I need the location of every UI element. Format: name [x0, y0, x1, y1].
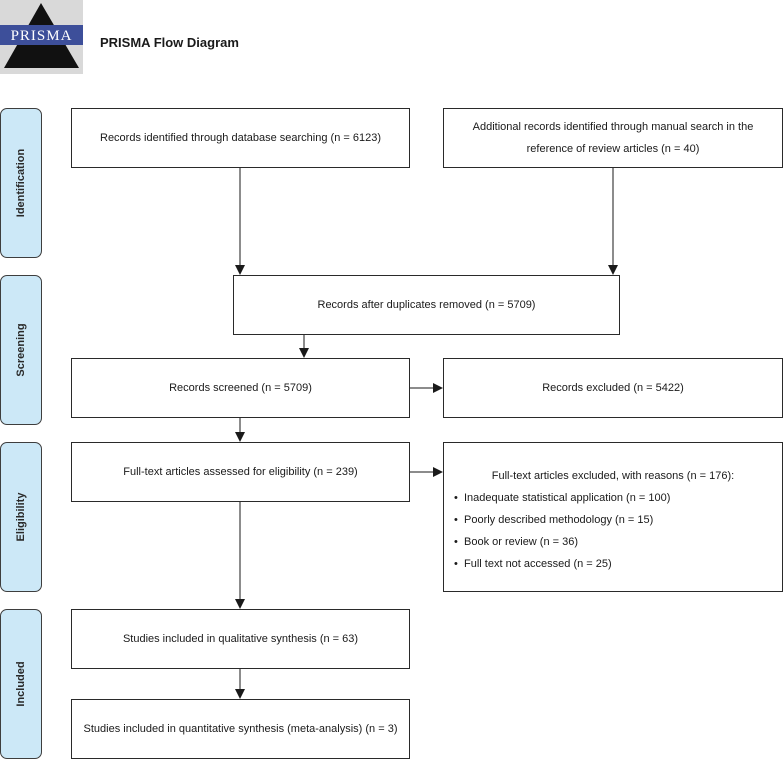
- exclusion-reason: Inadequate statistical application (n = …: [454, 487, 782, 509]
- exclusion-reasons-list: Inadequate statistical application (n = …: [444, 487, 782, 575]
- records-excluded-box: Records excluded (n = 5422): [443, 358, 783, 418]
- duplicates-removed-box: Records after duplicates removed (n = 57…: [233, 275, 620, 335]
- phase-screening: Screening: [0, 275, 42, 425]
- logo-text: PRISMA: [10, 28, 73, 44]
- phase-eligibility: Eligibility: [0, 442, 42, 592]
- prisma-logo: PRISMA: [0, 0, 83, 74]
- phase-included: Included: [0, 609, 42, 759]
- exclusion-reason: Poorly described methodology (n = 15): [454, 509, 782, 531]
- quantitative-synthesis-box: Studies included in quantitative synthes…: [71, 699, 410, 759]
- fulltext-assessed-box: Full-text articles assessed for eligibil…: [71, 442, 410, 502]
- page-title: PRISMA Flow Diagram: [100, 35, 239, 50]
- fulltext-excluded-heading: Full-text articles excluded, with reason…: [491, 470, 735, 482]
- fulltext-excluded-box: Full-text articles excluded, with reason…: [443, 442, 783, 592]
- database-search-box: Records identified through database sear…: [71, 108, 410, 168]
- exclusion-reason: Full text not accessed (n = 25): [454, 553, 782, 575]
- phase-identification: Identification: [0, 108, 42, 258]
- records-screened-box: Records screened (n = 5709): [71, 358, 410, 418]
- qualitative-synthesis-box: Studies included in qualitative synthesi…: [71, 609, 410, 669]
- exclusion-reason: Book or review (n = 36): [454, 531, 782, 553]
